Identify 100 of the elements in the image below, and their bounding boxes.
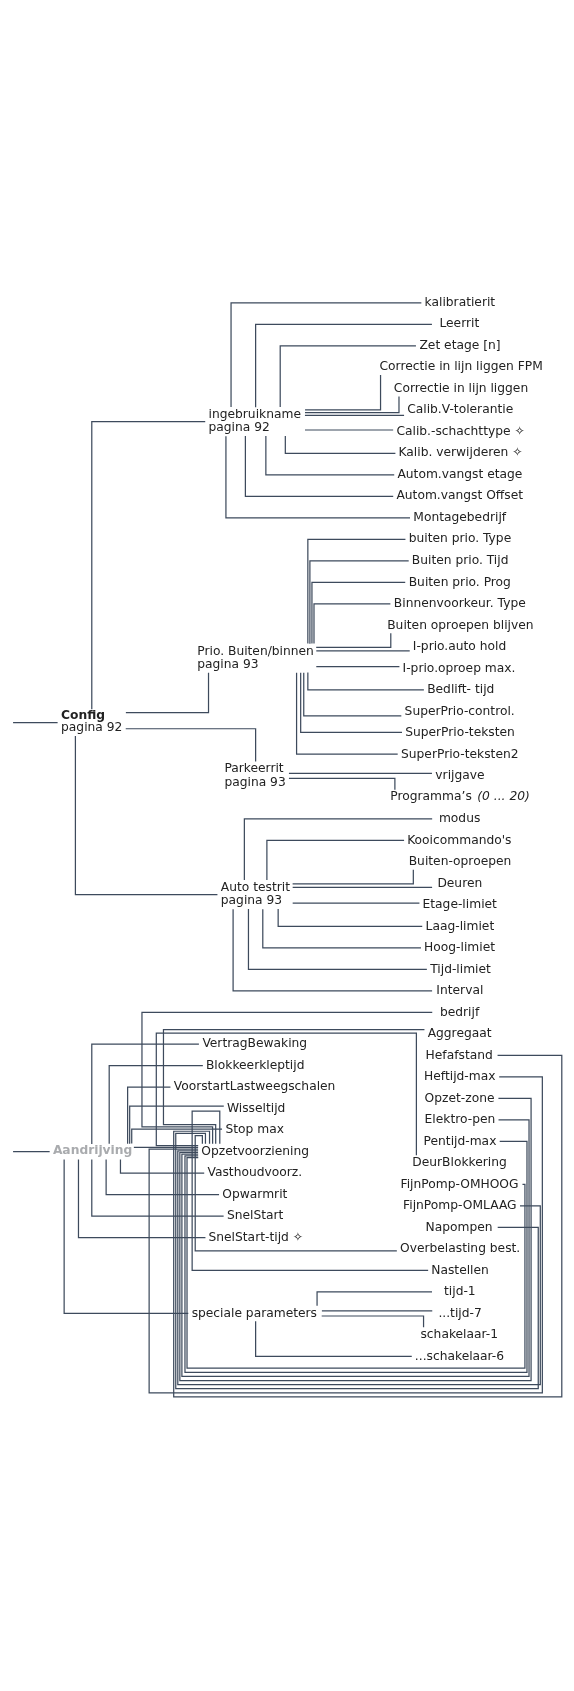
connector xyxy=(133,1146,199,1148)
node-text: Programma’s (0 ... 20) xyxy=(390,788,530,803)
connector xyxy=(247,907,428,970)
connector xyxy=(304,374,382,411)
node-text: Elektro-pen xyxy=(424,1111,496,1126)
node-text: Interval xyxy=(436,982,484,997)
node-text: Kalib. verwijderen ✧ xyxy=(398,444,523,459)
node-text: Montagebedrijf xyxy=(413,509,507,524)
connector xyxy=(125,727,257,762)
connector xyxy=(127,1086,172,1144)
node-text: Correctie in lijn liggen FPM xyxy=(379,358,543,373)
node-text: Heftijd-max xyxy=(424,1068,496,1083)
node-text: vrijgave xyxy=(435,767,485,782)
node-text: Stop max xyxy=(225,1121,284,1136)
node-text: Zet etage [n] xyxy=(419,337,501,352)
connector xyxy=(315,665,401,667)
connector xyxy=(129,1104,225,1144)
node-text: Prio. Buiten/binnen pagina 93 xyxy=(197,643,314,671)
connector xyxy=(12,721,59,723)
node-text: Buiten oproepen blijven xyxy=(387,617,534,632)
node-text: bedrijf xyxy=(439,1004,480,1019)
connector xyxy=(148,1075,543,1393)
connector xyxy=(292,868,414,884)
node-text: Hoog-limiet xyxy=(424,939,496,954)
connector xyxy=(244,434,394,497)
node-text: Vasthoudvoorz. xyxy=(207,1164,303,1179)
connector xyxy=(243,817,433,881)
connector xyxy=(277,907,423,927)
node-text: VoorstartLastweegschalen xyxy=(173,1078,336,1093)
connector xyxy=(321,1314,425,1328)
node-text: tijd-1 xyxy=(444,1283,476,1298)
node-text: SuperPrio-teksten2 xyxy=(401,746,519,761)
connector xyxy=(304,395,400,413)
node-text: Overbelasting best. xyxy=(400,1240,521,1255)
connector xyxy=(119,1158,205,1174)
connector xyxy=(125,671,210,713)
node-text: Kooicommando's xyxy=(407,832,512,847)
node-text: Autom.vangst etage xyxy=(397,466,523,481)
connector xyxy=(225,435,411,518)
connector xyxy=(307,538,407,644)
node-text: Tijd-limiet xyxy=(430,961,491,976)
connector xyxy=(292,901,421,904)
connector xyxy=(77,1158,207,1238)
connector xyxy=(311,581,406,644)
connector xyxy=(300,671,403,733)
node-text: Calib.-schachttype ✧ xyxy=(396,423,525,438)
node-text: Opwarmrit xyxy=(222,1186,288,1201)
connector xyxy=(91,420,206,710)
connector xyxy=(230,301,422,408)
node-text: Auto testrit pagina 93 xyxy=(220,879,291,907)
connector xyxy=(284,434,396,454)
node-text: Pentijd-max xyxy=(423,1133,497,1148)
connector xyxy=(315,649,411,652)
node-text: Wisseltijd xyxy=(226,1100,286,1115)
connector xyxy=(307,671,425,690)
node-text: SnelStart-tijd ✧ xyxy=(208,1229,304,1244)
connector xyxy=(191,1110,429,1271)
connector xyxy=(292,886,433,888)
node-text: Bedlift- tijd xyxy=(427,681,495,696)
connector xyxy=(316,1290,433,1306)
node-text: Deuren xyxy=(437,875,483,890)
node-text: I-prio.auto hold xyxy=(412,638,507,653)
connector xyxy=(309,559,410,644)
connector xyxy=(255,323,433,408)
connector xyxy=(12,1150,51,1152)
connector xyxy=(313,602,391,644)
connector xyxy=(173,1054,563,1397)
connector xyxy=(265,435,395,475)
connector xyxy=(288,772,433,774)
node-text: speciale parameters xyxy=(191,1305,318,1320)
node-text: Config pagina 92 xyxy=(61,707,123,734)
connector xyxy=(288,777,396,790)
node-text: Aggregaat xyxy=(427,1025,492,1040)
node-text: VertragBewaking xyxy=(202,1035,308,1050)
node-text: FijnPomp-OMLAAG xyxy=(403,1197,517,1212)
node-text: Correctie in lijn liggen xyxy=(393,380,529,395)
connector xyxy=(131,1127,223,1144)
connector xyxy=(232,908,433,991)
node-text: Parkeerrit pagina 93 xyxy=(224,760,286,789)
node-text: buiten prio. Type xyxy=(408,530,512,545)
node-text: schakelaar-1 xyxy=(420,1326,499,1341)
node-text: Opzet-zone xyxy=(424,1090,495,1105)
node-text: Napompen xyxy=(425,1219,493,1234)
connector xyxy=(315,632,392,648)
node-text: Buiten prio. Prog xyxy=(408,574,511,588)
node-text: Blokkeerkleptijd xyxy=(205,1057,305,1072)
node-text: Autom.vangst Offset xyxy=(396,487,524,502)
node-text: Laag-limiet xyxy=(425,918,495,933)
node-text: Leerrit xyxy=(439,315,480,330)
node-text: kalibratierit xyxy=(424,294,496,309)
connector xyxy=(105,1158,220,1195)
connector xyxy=(194,1134,398,1252)
connector xyxy=(74,735,219,895)
connector xyxy=(279,344,417,408)
node-text: ...tijd-7 xyxy=(438,1305,482,1320)
connector xyxy=(295,671,399,755)
node-text: Calib.V-tolerantie xyxy=(407,401,514,416)
connector xyxy=(91,1158,225,1217)
node-text: ...schakelaar-6 xyxy=(414,1348,505,1363)
connector xyxy=(262,908,422,948)
